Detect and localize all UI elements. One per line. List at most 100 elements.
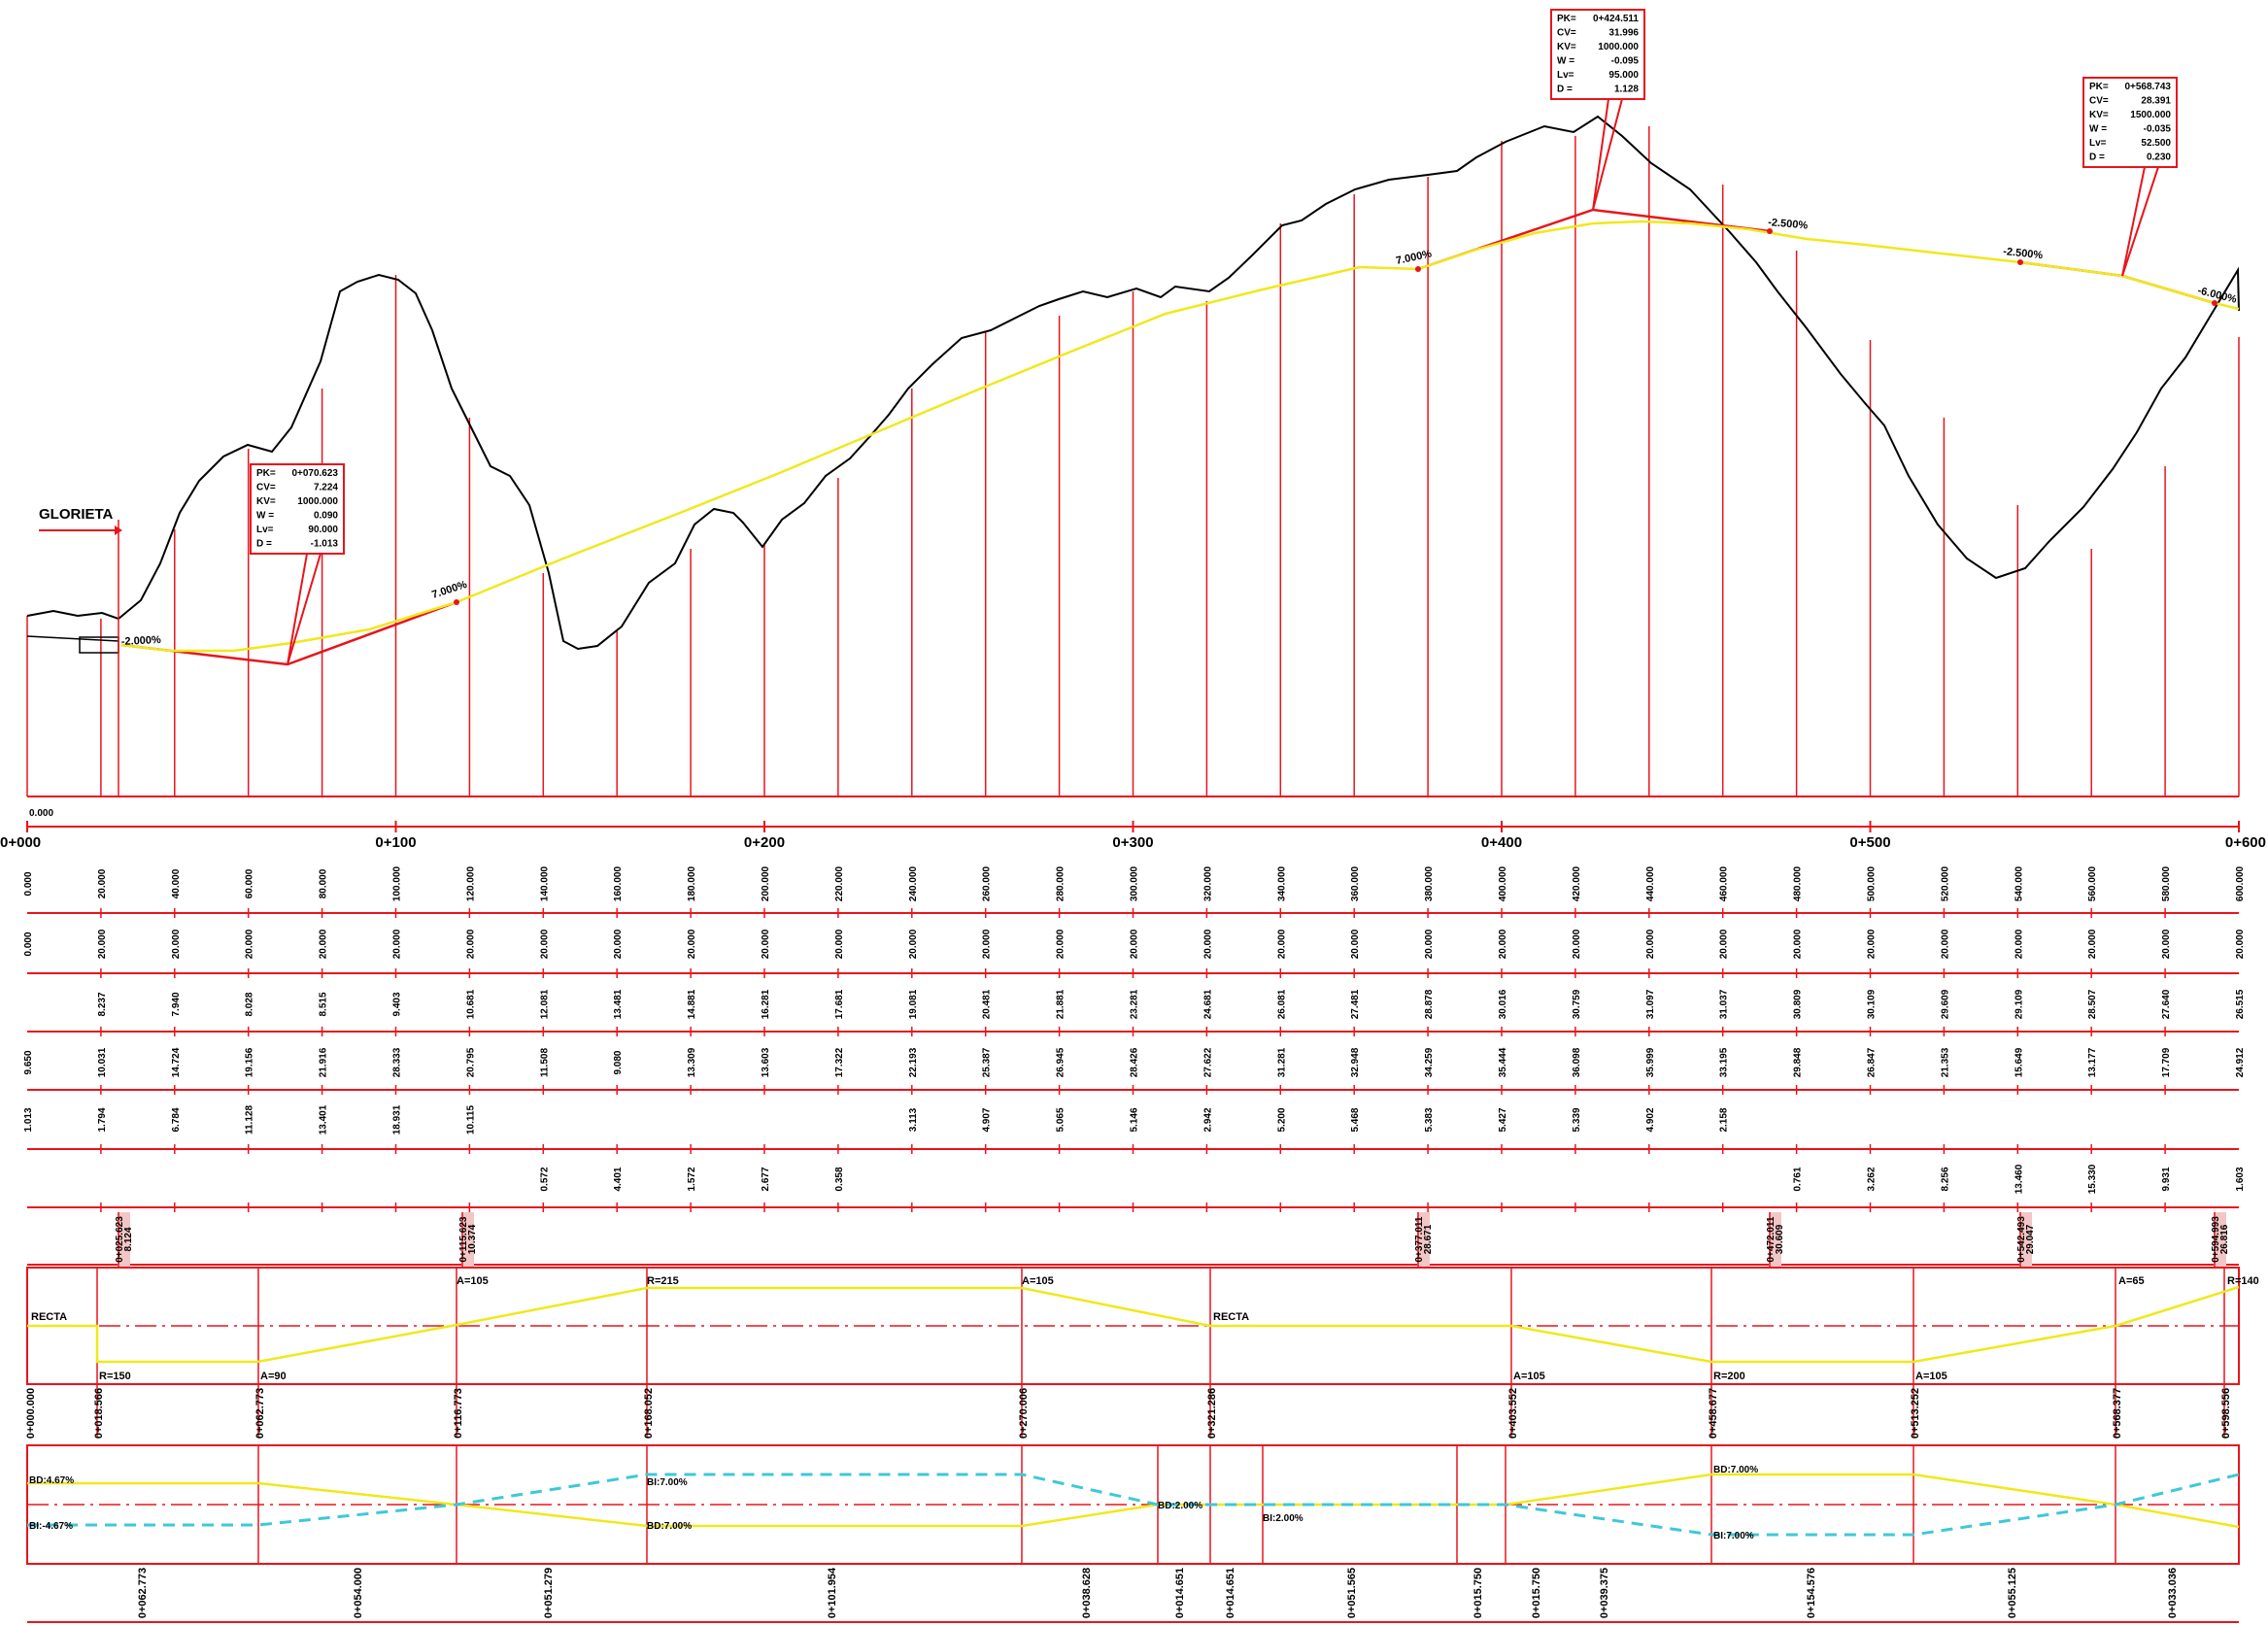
row-value: 31.037 [1719,989,1730,1019]
superelevation-station: 0+054.000 [353,1568,364,1618]
row-value: 13.481 [613,989,624,1019]
row-value: 20.000 [1498,929,1508,959]
row-value: 21.916 [319,1047,329,1077]
row-value: 8.515 [319,992,329,1016]
row-value: 26.081 [1276,989,1287,1019]
row-value: 60.000 [245,868,255,898]
row-value: 520.000 [1940,865,1950,901]
vc-key: D = [1557,85,1573,95]
alignment-station: 0+321.286 [1206,1388,1218,1439]
row-value: 28.426 [1130,1047,1140,1077]
row-value: 34.259 [1424,1047,1435,1077]
row-value: 500.000 [1867,865,1878,901]
alignment-label: A=90 [260,1371,287,1382]
vc-value: 0+568.743 [2124,82,2171,92]
row-value: 20.000 [97,929,108,959]
row-value: 40.000 [171,868,182,898]
vc-value: 0.090 [314,511,338,522]
row-value: 16.281 [761,989,771,1019]
grade-marker [1767,228,1773,234]
row-value: 1.603 [2235,1167,2246,1191]
row-value: 12.081 [539,989,550,1019]
row-value: 1.794 [97,1107,108,1132]
row-value: 7.940 [171,992,182,1016]
grade-marker [2017,259,2023,265]
row-value: 29.109 [2014,989,2024,1019]
tangency-cota: 8.124 [123,1227,134,1251]
km-label: 0+300 [1112,834,1153,851]
row-value: 2.942 [1202,1107,1213,1132]
vc-value: -1.013 [311,539,339,550]
row-value: 13.309 [687,1047,697,1077]
superelevation-station: 0+015.750 [1531,1568,1542,1618]
row-value: 24.681 [1202,989,1213,1019]
superelevation-label: BI:-4.67% [29,1521,73,1532]
superelevation-station: 0+014.651 [1174,1568,1186,1618]
row-value: 15.330 [2087,1164,2098,1194]
station-verticals [26,126,2240,796]
row-value: 30.109 [1867,989,1878,1019]
row-value: 3.113 [908,1107,919,1132]
superelevation-label: BD:2.00% [1158,1501,1202,1511]
row-value: 8.237 [97,992,108,1016]
superelevation-station: 0+051.279 [543,1568,555,1618]
row-value: 320.000 [1202,865,1213,901]
row-value: 20.000 [392,929,403,959]
row-value: 140.000 [539,865,550,901]
row-value: 27.640 [2161,989,2172,1019]
alignment-station: 0+116.773 [453,1388,464,1439]
row-value: 11.128 [245,1105,255,1135]
alignment-station: 0+018.566 [93,1388,105,1439]
row-value: 10.115 [465,1105,476,1135]
km-label: 0+500 [1849,834,1890,851]
row-value: 21.353 [1940,1047,1950,1077]
tangency-pk: 0+115.623 [458,1216,469,1262]
vc-key: KV= [256,496,276,507]
vc-value: 0+424.511 [1593,14,1639,24]
row-value: 2.677 [761,1167,771,1191]
tangency-highlight [2019,1212,2032,1267]
vc-key: KV= [2089,110,2109,120]
vc-key: CV= [2089,96,2109,107]
superelevation-left [27,1473,2240,1537]
grade-label: -2.500% [1768,217,1809,232]
row-value: 25.387 [982,1047,993,1077]
vc-key: CV= [256,483,276,493]
vc-key: W = [256,511,274,522]
alignment-station: 0+168.052 [643,1388,655,1439]
row-value: 20.000 [2161,929,2172,959]
km-label: 0+400 [1481,834,1522,851]
row-value: 17.709 [2161,1047,2172,1077]
alignment-label: R=140 [2227,1275,2259,1287]
row-value: 9.080 [613,1050,624,1074]
row-value: 26.515 [2235,989,2246,1019]
tangency-highlight [1769,1212,1781,1267]
row-value: 20.000 [2014,929,2024,959]
row-value: 35.444 [1498,1047,1508,1077]
row-value: 33.195 [1719,1047,1730,1077]
row-value: 1.013 [23,1107,34,1132]
tangency-cota: 28.671 [1423,1224,1434,1254]
row-value: 29.848 [1793,1047,1804,1077]
row-value: 540.000 [2014,865,2024,901]
row-value: 20.000 [761,929,771,959]
vc-value: 31.996 [1608,28,1639,39]
superelevation-station: 0+101.954 [827,1567,838,1618]
alignment-label: RECTA [1213,1311,1249,1323]
row-value: 21.881 [1056,989,1066,1019]
row-value: 480.000 [1793,865,1804,901]
alignment-label: A=105 [1915,1371,1947,1382]
row-value: 20.000 [1572,929,1582,959]
row-value: 20.000 [539,929,550,959]
row-value: 420.000 [1572,865,1582,901]
grade-label: -2.000% [121,634,162,648]
row-value: 10.031 [97,1047,108,1077]
vc-key: W = [2089,124,2107,135]
alignment-station: 0+458.677 [1708,1388,1719,1439]
